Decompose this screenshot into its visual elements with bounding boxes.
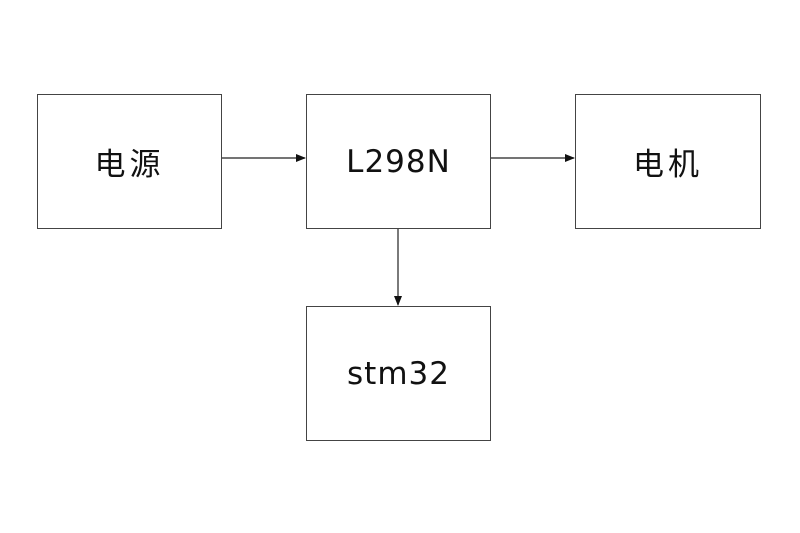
stm32-mcu-label: stm32 (347, 355, 450, 392)
power-supply-label: 电源 (94, 147, 165, 183)
power-supply-node: 电源 (37, 94, 222, 229)
l298n-driver-node: L298N (306, 94, 491, 229)
motor-node: 电机 (575, 94, 761, 229)
motor-label: 电机 (633, 147, 703, 183)
l298n-driver-label: L298N (346, 143, 451, 180)
stm32-mcu-node: stm32 (306, 306, 491, 441)
